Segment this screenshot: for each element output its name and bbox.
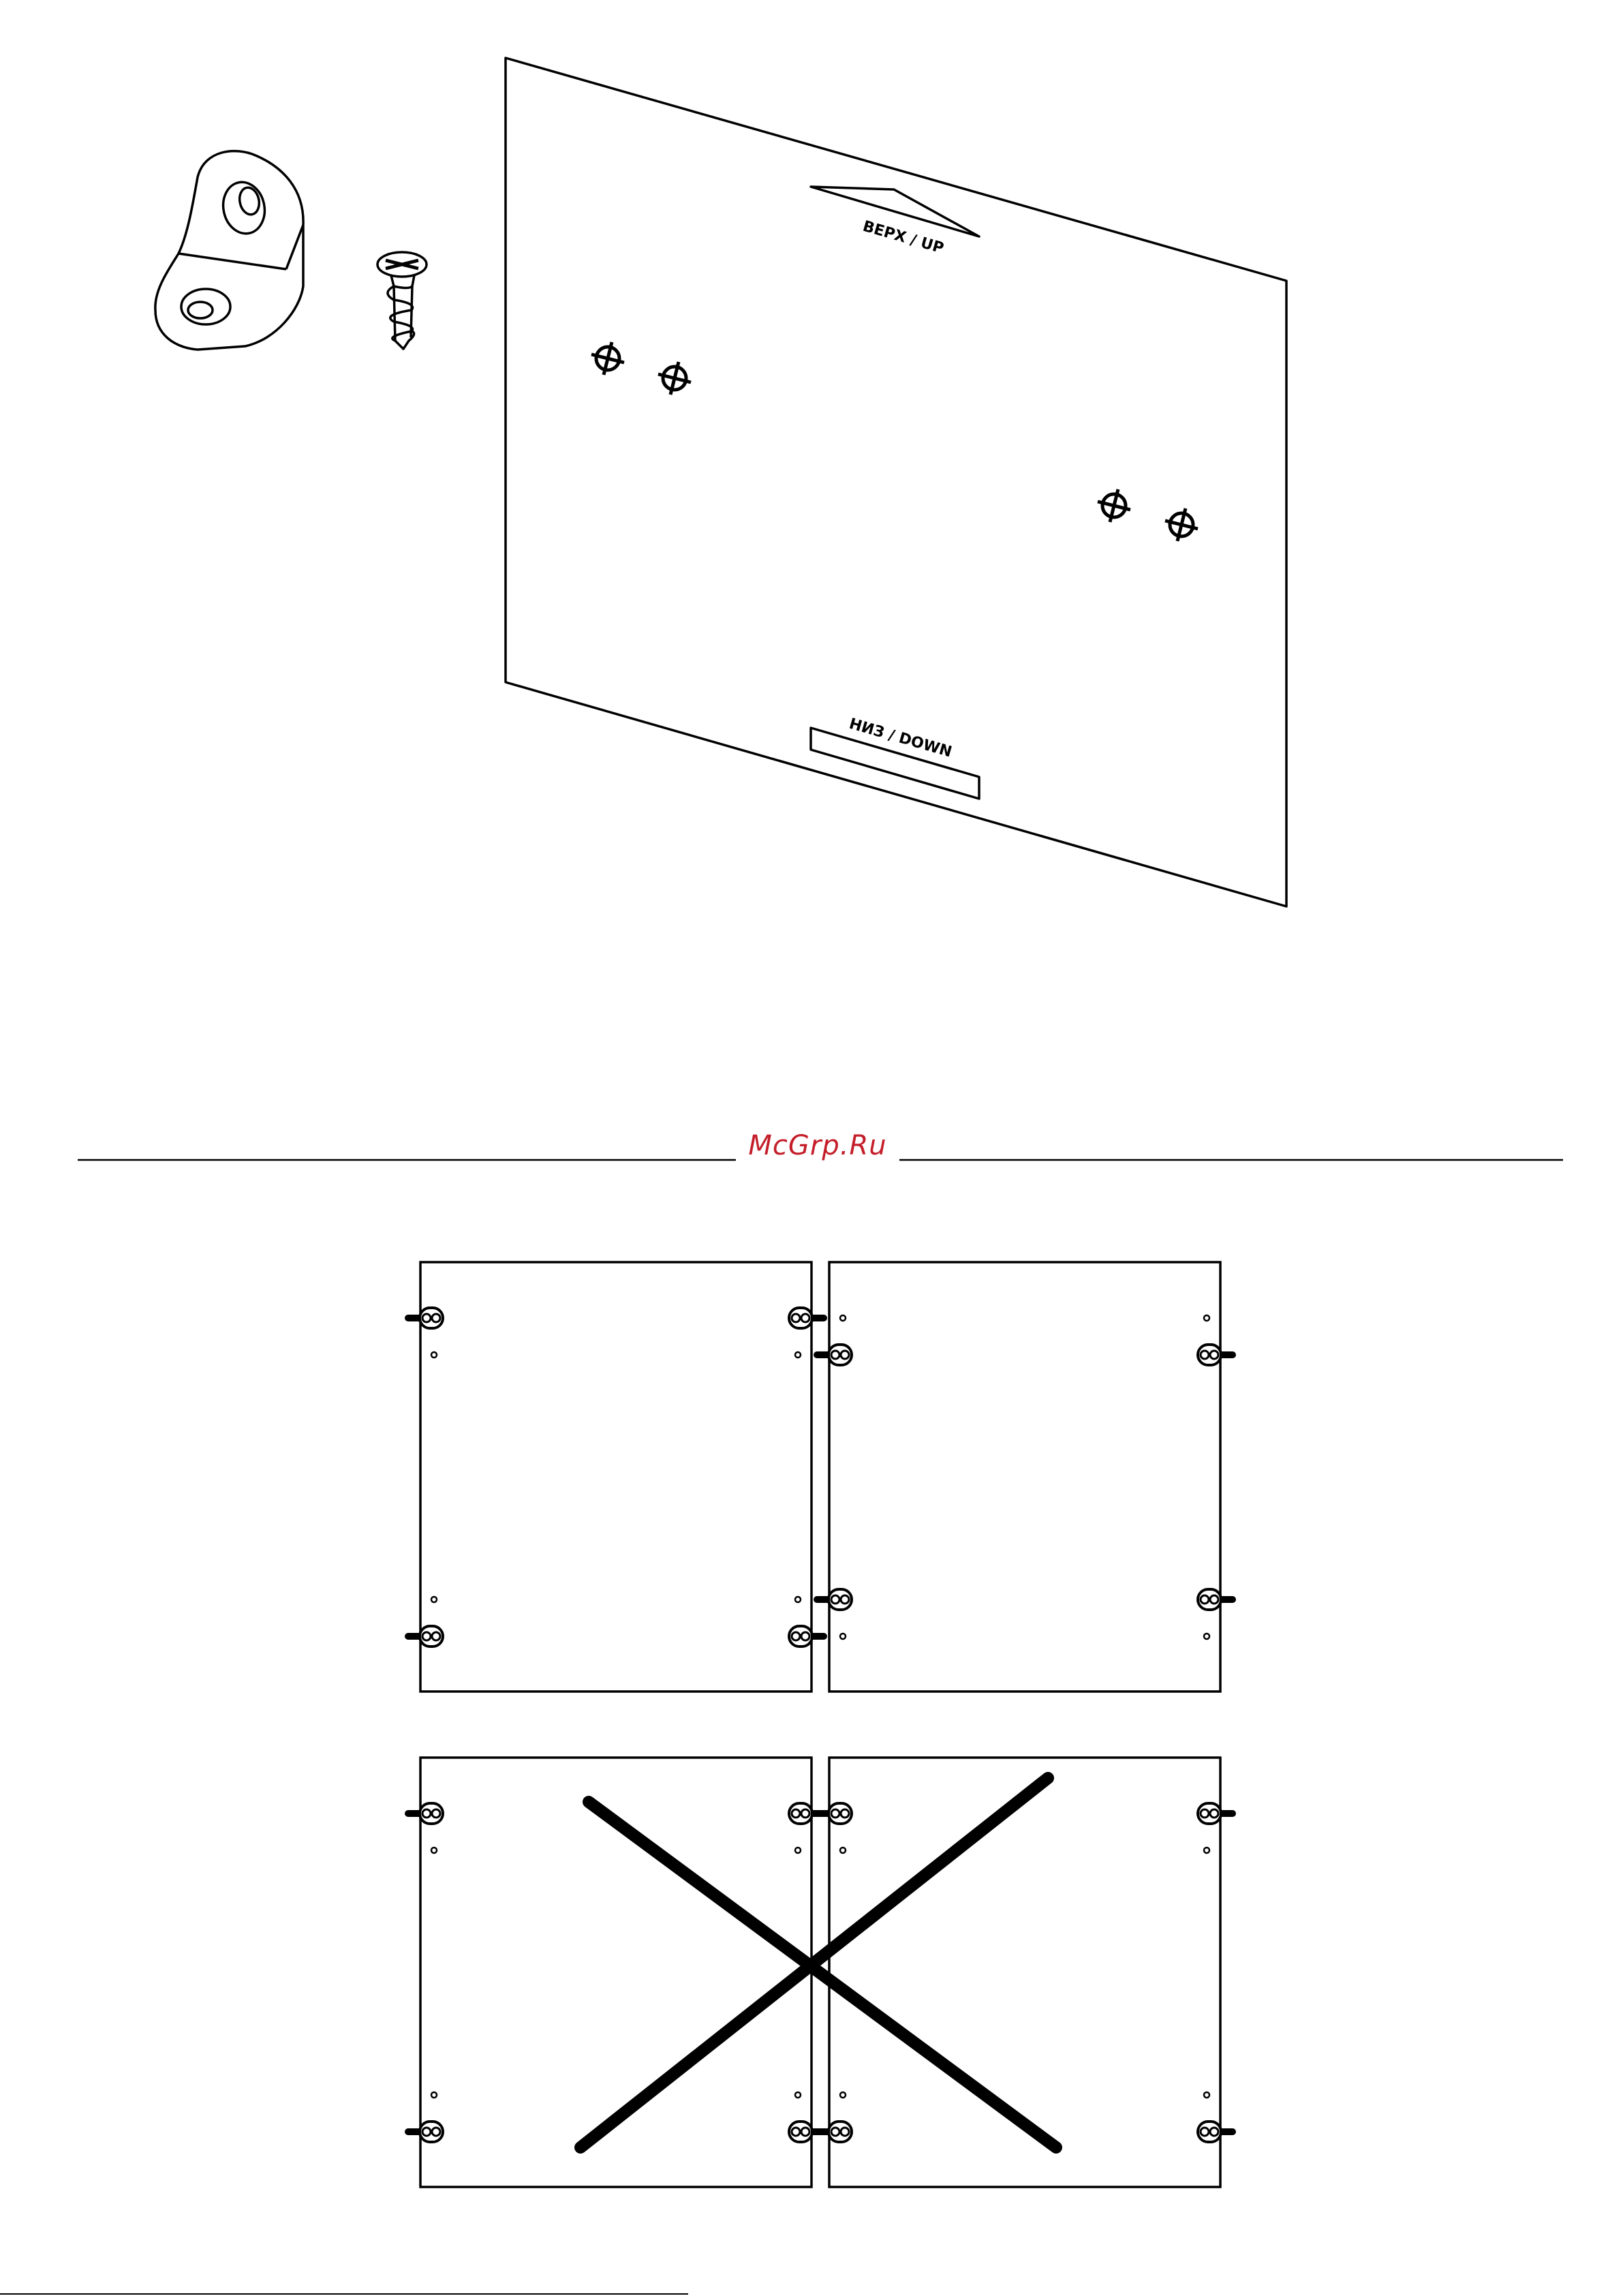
- wrong-door-layout: [405, 1758, 1236, 2187]
- hinge-icon: [1198, 2122, 1236, 2142]
- hinge-icon: [405, 2122, 443, 2142]
- door-panel-right: [829, 1262, 1220, 1692]
- corner-bracket-icon: [155, 151, 303, 350]
- hinge-icon: [1198, 1589, 1236, 1610]
- hinge-icon: [814, 1589, 852, 1610]
- hinge-icon: [814, 1345, 852, 1365]
- hinge-icon: [789, 1626, 827, 1647]
- hinge-icon: [405, 1308, 443, 1328]
- hinge-icon: [1198, 1345, 1236, 1365]
- back-panel: ВЕРХ / UP НИЗ / DOWN: [506, 58, 1286, 906]
- hinge-icon: [789, 1308, 827, 1328]
- hinge-icon: [405, 1803, 443, 1824]
- hinge-icon: [1198, 1803, 1236, 1824]
- door-panel-left: [420, 1262, 812, 1692]
- hinge-icon: [405, 1626, 443, 1647]
- hinge-icon: [814, 1803, 852, 1824]
- watermark: McGrp.Ru: [736, 1130, 899, 1161]
- screw-icon: [377, 252, 427, 349]
- hinge-icon: [814, 2122, 852, 2142]
- correct-door-layout: [405, 1262, 1236, 1692]
